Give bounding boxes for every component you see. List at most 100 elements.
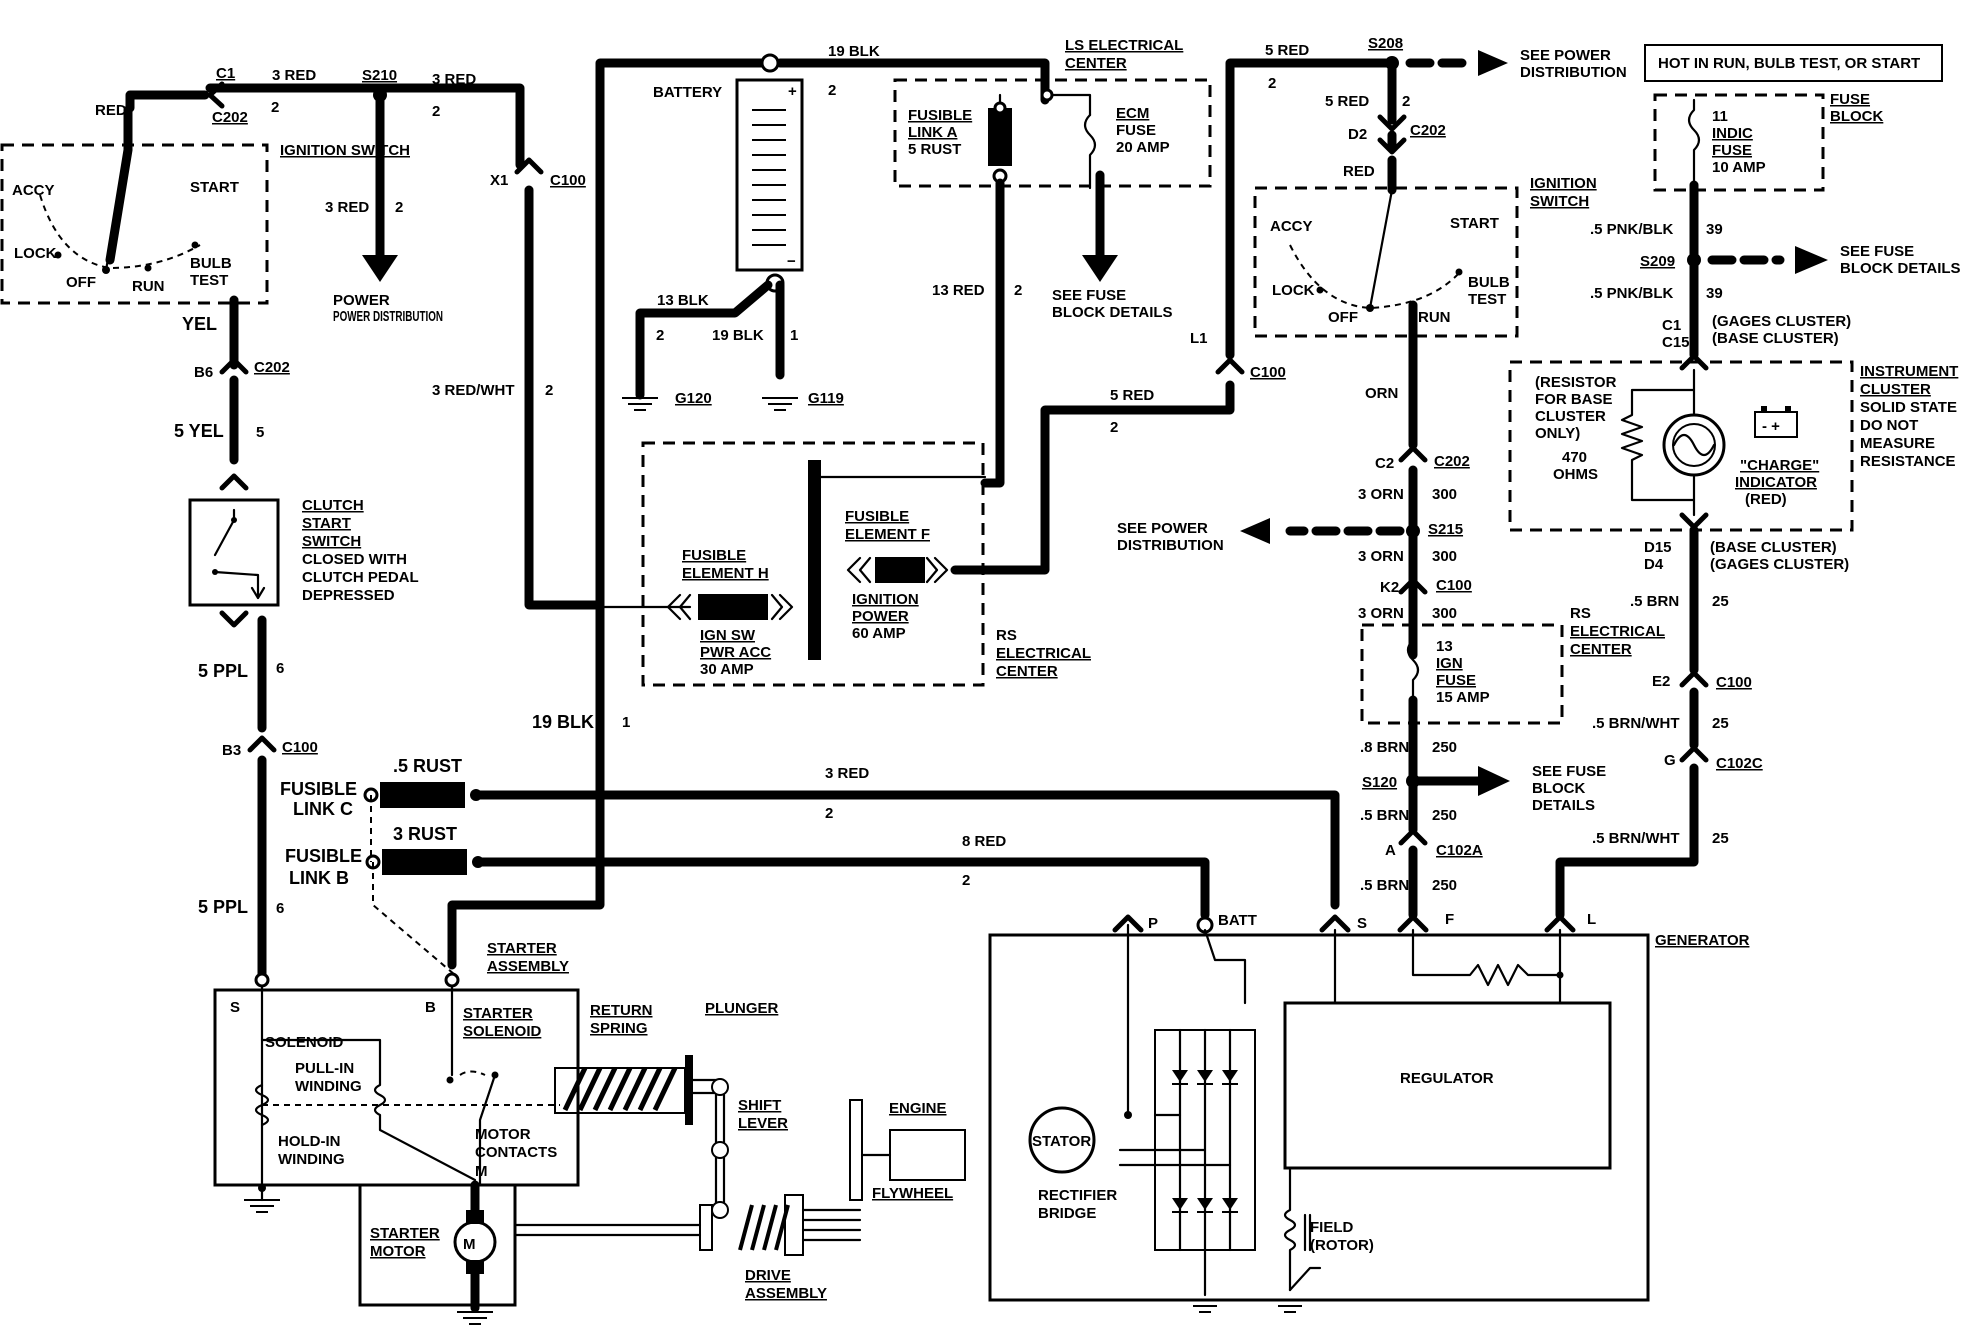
label-link-c: LINK C [293, 799, 353, 819]
label-base-cluster-bottom: (BASE CLUSTER) [1710, 539, 1837, 556]
clutch-dot-a [231, 517, 237, 523]
label-c102a: C102A [1436, 842, 1483, 859]
label-details-120: DETAILS [1532, 797, 1595, 814]
label-fuse-15amp: 15 AMP [1436, 689, 1490, 706]
label-test-right: TEST [1468, 291, 1506, 308]
label-motor-contacts-1: MOTOR [475, 1126, 531, 1143]
fe-h-arrows-icon [666, 593, 794, 621]
label-p: P [1148, 915, 1158, 932]
arrow-down-icon [362, 255, 398, 282]
ground-solenoid-icon [244, 1199, 280, 1213]
c100-left-section: X1 C100 3 RED/WHT 2 [432, 157, 605, 610]
fe-h-arrows-inner-icon [678, 593, 784, 621]
starter-assembly-section: M STARTER ASSEMBLY S B SOLENOID PULL-IN … [213, 940, 966, 1325]
label-off-right: OFF [1328, 309, 1358, 326]
label-switch: SWITCH [302, 533, 361, 550]
clutch-bottom-connector-icon [219, 610, 249, 628]
label-accy-right: ACCY [1270, 218, 1313, 235]
right-ignition-switch-section: L1 C100 5 RED 2 S208 SEE POWER DISTRIBUT… [1190, 35, 1627, 381]
diode-top-row-icon [1172, 1070, 1238, 1085]
label-rs-3: CENTER [996, 663, 1058, 680]
label-13red-pin: 2 [1014, 282, 1022, 299]
label-pin-2b: 2 [432, 103, 440, 120]
arrow-left-s215-icon [1240, 518, 1270, 544]
label-d2: D2 [1348, 126, 1367, 143]
switch-blade-right [1368, 188, 1394, 310]
label-5red-top-pin: 2 [1268, 75, 1276, 92]
pull-in-coil-icon [260, 1038, 477, 1182]
label-3orn-c: 3 ORN [1358, 605, 1404, 622]
switch-pivot-dot [102, 266, 110, 274]
label-engine: ENGINE [889, 1100, 947, 1117]
wire-red-left [125, 90, 210, 113]
label-block-details-209: BLOCK DETAILS [1840, 260, 1961, 277]
ignition-switch-box-left [0, 143, 269, 305]
label-fusible-a: FUSIBLE [908, 107, 972, 124]
battery-symbol-sign-icon: - + [1762, 418, 1780, 435]
label-starter-solenoid-1: STARTER [463, 1005, 533, 1022]
indic-fuse-icon [1687, 98, 1701, 192]
label-s215: S215 [1428, 521, 1463, 538]
label-c100-k2: C100 [1436, 577, 1472, 594]
label-rs-right-1: RS [1570, 605, 1591, 622]
label-resistor-1: (RESISTOR [1535, 374, 1617, 391]
label-rs-2: ELECTRICAL [996, 645, 1091, 662]
fusible-link-b-icon [382, 849, 467, 875]
label-5rust-a: 5 RUST [908, 141, 961, 158]
label-m-contact: M [475, 1163, 488, 1180]
label-power: POWER [852, 608, 909, 625]
connector-e2-icon [1679, 670, 1709, 688]
label-generator: GENERATOR [1655, 932, 1750, 949]
clutch-top-connector-icon [219, 473, 249, 491]
label-ohms: OHMS [1553, 466, 1598, 483]
fusible-links-section: .5 RUST FUSIBLE LINK C 3 RED 2 3 RUST FU… [280, 756, 1340, 976]
label-25-b: 25 [1712, 715, 1729, 732]
start-dot-right [1455, 268, 1463, 276]
motor-brush-bottom [466, 1260, 484, 1274]
label-rs-1: RS [996, 627, 1017, 644]
label-250-b: 250 [1432, 807, 1457, 824]
rectifier-columns [1178, 1028, 1232, 1252]
label-ignition: IGNITION [852, 591, 919, 608]
label-field: FIELD [1310, 1219, 1353, 1236]
l-junction-dot [1556, 971, 1564, 979]
label-5yel: 5 YEL [174, 421, 224, 441]
label-fe-f-1: FUSIBLE [845, 508, 909, 525]
arrow-right-s208-icon [1478, 50, 1508, 76]
generator-box [988, 933, 1650, 1302]
starter-b-terminal [444, 972, 460, 988]
label-see-power-208: SEE POWER [1520, 47, 1611, 64]
label-60amp: 60 AMP [852, 625, 906, 642]
label-gages-cluster-bottom: (GAGES CLUSTER) [1710, 556, 1849, 573]
label-fe-h-2: ELEMENT H [682, 565, 769, 582]
ls-electrical-center: LS ELECTRICAL CENTER FUSIBLE LINK A 5 RU… [893, 37, 1212, 488]
label-red-left: RED [95, 102, 127, 119]
starter-motor-box [358, 1183, 517, 1307]
drive-pinion [784, 1194, 804, 1256]
label-pnk-blk-b: .5 PNK/BLK [1590, 285, 1674, 302]
switch-pivot-right [1366, 304, 1374, 312]
fusible-element-f-icon [875, 557, 925, 583]
ls-center-box [893, 78, 1212, 188]
label-fuse-11: 11 [1712, 108, 1728, 125]
run-circuit-section: ORN C2 C202 3 ORN 300 S215 SEE POWER DIS… [1117, 300, 1665, 920]
label-d4: D4 [1644, 556, 1664, 573]
label-c202-d2: C202 [1410, 122, 1446, 139]
label-pin-5: 5 [256, 424, 264, 441]
label-start: START [302, 515, 351, 532]
run-dot [144, 264, 152, 272]
label-fe-f-2: ELEMENT F [845, 526, 930, 543]
wire-3red-fl-c [471, 790, 1340, 910]
switch-blade [104, 148, 130, 272]
label-brn-wht-a: .5 BRN/WHT [1592, 715, 1680, 732]
label-distribution-215: DISTRIBUTION [1117, 537, 1224, 554]
label-s210: S210 [362, 67, 397, 84]
label-spring: SPRING [590, 1020, 648, 1037]
label-3red-a: 3 RED [272, 67, 316, 84]
label-fuse-block-1: FUSE [1830, 91, 1870, 108]
label-250-a: 250 [1432, 739, 1457, 756]
label-pull-in: PULL-IN [295, 1060, 354, 1077]
fl-a-top-terminal [993, 101, 1007, 115]
label-regulator: REGULATOR [1400, 1070, 1494, 1087]
battery-symbol-term-b [1785, 406, 1791, 412]
